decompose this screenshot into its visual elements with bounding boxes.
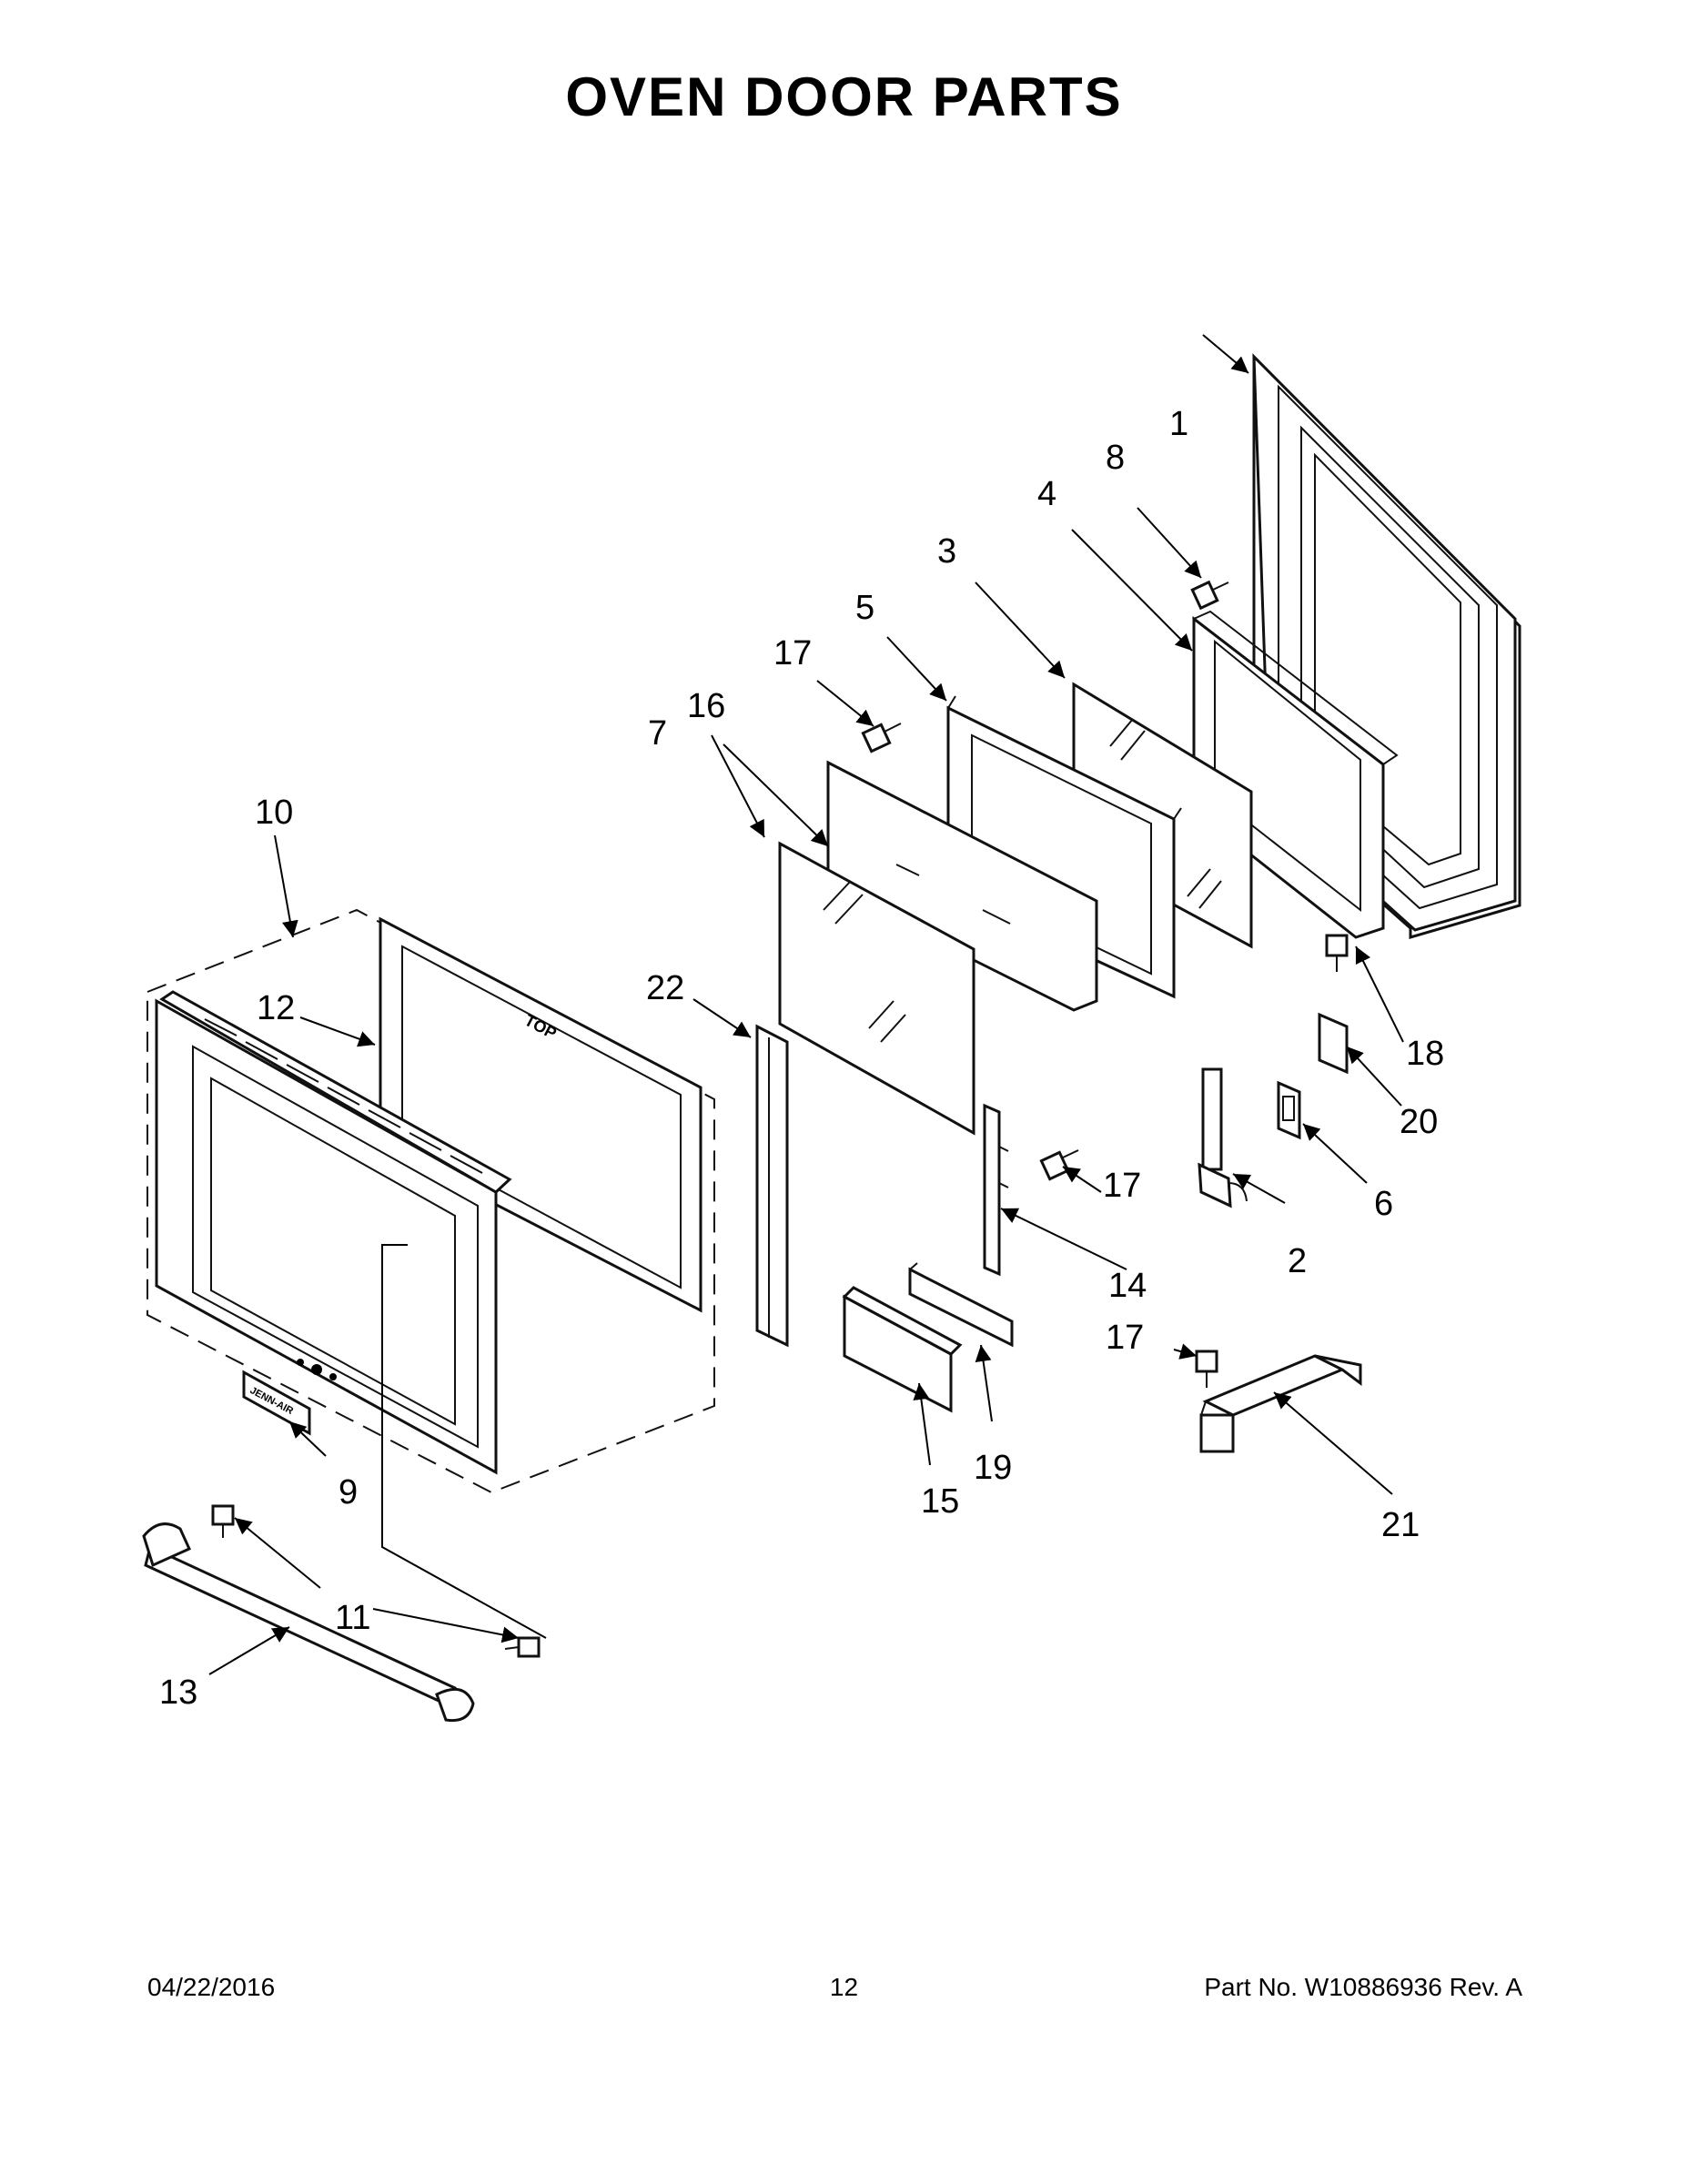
oven-door-front-panel	[155, 990, 512, 1475]
callout-7: 7	[648, 714, 667, 753]
callout-15: 15	[921, 1482, 959, 1521]
callout-16: 16	[687, 687, 725, 725]
callout-19: 19	[974, 1449, 1012, 1487]
part-16-insulation-panel	[826, 760, 1098, 1012]
part-2-hinge	[1198, 1067, 1248, 1208]
callout-17-middle: 17	[1103, 1167, 1141, 1205]
callout-leaders	[208, 334, 1404, 1675]
part-13-handle	[142, 1522, 475, 1723]
callout-9: 9	[339, 1473, 358, 1512]
part-6-latch	[1277, 1080, 1301, 1140]
part-14-bracket	[983, 1103, 1009, 1277]
footer-date: 04/22/2016	[147, 1973, 276, 2001]
part-15-channel	[842, 1286, 963, 1413]
part-17-screw-top	[861, 723, 902, 753]
callout-18: 18	[1406, 1035, 1444, 1073]
callout-10: 10	[255, 794, 293, 832]
callout-12: 12	[257, 989, 295, 1027]
callout-11: 11	[335, 1599, 370, 1637]
part-12-glass-pane: TOP	[379, 916, 702, 1313]
callout-6: 6	[1374, 1185, 1393, 1223]
part-19-channel	[908, 1262, 1014, 1348]
page-title: OVEN DOOR PARTS	[565, 66, 1123, 127]
callout-17-top: 17	[773, 634, 812, 672]
callout-3: 3	[937, 532, 956, 571]
callout-17-lower: 17	[1106, 1319, 1144, 1357]
part-7-inner-glass	[778, 841, 975, 1136]
callout-8: 8	[1106, 439, 1125, 477]
callout-2: 2	[1288, 1242, 1307, 1280]
callout-numbers: 1 8 4 3 5 17 16 7 10 12 22 18 20 17 6 2 …	[159, 405, 1444, 1712]
part-17-screw-middle	[1039, 1149, 1079, 1181]
callout-5: 5	[855, 589, 874, 627]
footer-page-number: 12	[829, 1973, 859, 2001]
part-21-support-bracket	[1199, 1354, 1362, 1453]
part-9-badge: JENN-AIR	[242, 1370, 311, 1436]
footer-part-number: Part No. W10886936 Rev. A	[1204, 1973, 1522, 2001]
part-22-side-trim	[755, 1024, 789, 1348]
part-11-screws	[211, 1504, 541, 1658]
leader-door-to-screw	[381, 1244, 547, 1639]
callout-22: 22	[646, 969, 684, 1007]
callout-21: 21	[1381, 1506, 1420, 1544]
part-18-screw	[1325, 934, 1349, 972]
part-8-screw	[1190, 580, 1229, 611]
part-10-door-assembly-outline	[147, 908, 715, 1494]
callout-14: 14	[1108, 1267, 1147, 1305]
part-20-clip	[1318, 1012, 1349, 1075]
callout-1: 1	[1169, 405, 1188, 443]
callout-20: 20	[1400, 1103, 1438, 1141]
callout-4: 4	[1037, 475, 1056, 513]
callout-13: 13	[159, 1673, 197, 1712]
part-17-screw-lower	[1195, 1350, 1218, 1388]
